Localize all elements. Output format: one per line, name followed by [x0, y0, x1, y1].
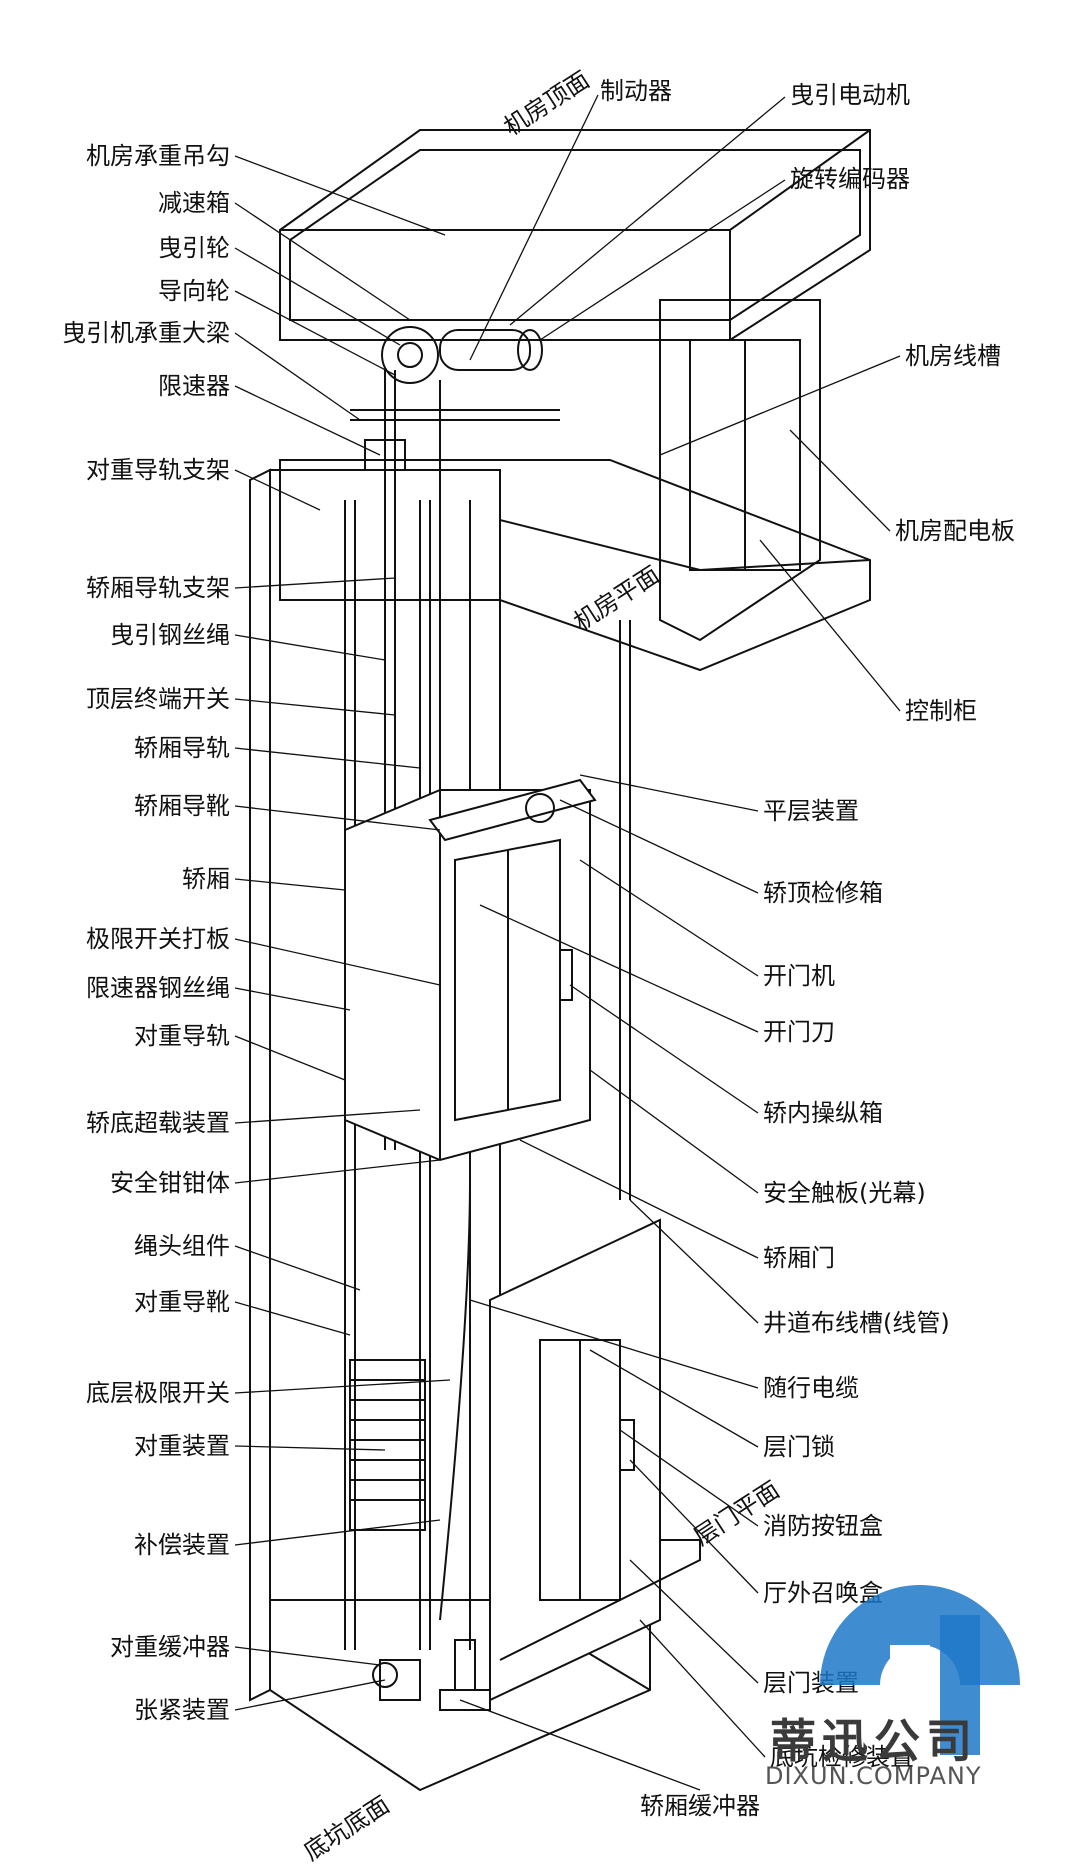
label-landing-door-lock: 层门锁 [763, 1433, 835, 1461]
leader-line [469, 94, 599, 361]
label-tension-device: 张紧装置 [134, 1696, 230, 1724]
leader-line [639, 1619, 766, 1758]
label-traction-sheave: 曳引轮 [158, 234, 230, 262]
label-traction-machine-beam: 曳引机承重大梁 [62, 319, 230, 347]
leader-line [629, 1559, 759, 1684]
label-counterweight-rail-bracket: 对重导轨支架 [86, 456, 230, 484]
label-limit-switch-cam: 极限开关打板 [86, 925, 230, 953]
label-fire-button-box: 消防按钮盒 [763, 1512, 883, 1540]
leader-line [469, 1299, 759, 1389]
leader-line [519, 1139, 759, 1259]
company-name: 蒂迅公司 [770, 1714, 978, 1768]
label-car-rail-bracket: 轿厢导轨支架 [86, 574, 230, 602]
leader-line [659, 355, 901, 456]
leader-line [234, 1679, 386, 1711]
leader-line [234, 469, 321, 511]
leader-line [234, 1379, 451, 1394]
label-counterweight-rail: 对重导轨 [134, 1022, 230, 1050]
label-machine-room-hook: 机房承重吊勾 [86, 142, 230, 170]
label-control-cabinet: 控制柜 [905, 697, 977, 725]
leader-line [234, 1109, 421, 1124]
leader-line [459, 1699, 701, 1791]
leader-line [234, 1646, 381, 1666]
leader-line [234, 332, 361, 421]
label-door-operator: 开门机 [763, 962, 835, 990]
leader-line [234, 1159, 441, 1184]
label-car-guide-shoe: 轿厢导靴 [134, 792, 230, 820]
leader-line [234, 698, 396, 716]
label-car-operating-panel: 轿内操纵箱 [763, 1099, 883, 1127]
leader-line [539, 179, 786, 341]
label-deflector-sheave: 导向轮 [158, 277, 230, 305]
label-top-terminal-switch: 顶层终端开关 [86, 685, 230, 713]
label-rotary-encoder: 旋转编码器 [790, 165, 910, 193]
leader-line [234, 878, 346, 891]
label-car-rail: 轿厢导轨 [134, 734, 230, 762]
leader-line [589, 1349, 759, 1448]
label-traction-motor: 曳引电动机 [790, 81, 910, 109]
label-car-top-inspection-box: 轿顶检修箱 [763, 879, 883, 907]
label-overload-device: 轿底超载装置 [86, 1109, 230, 1137]
company-logo [820, 1585, 1020, 1755]
label-car-door: 轿厢门 [763, 1244, 835, 1272]
label-leveling-device: 平层装置 [763, 797, 859, 825]
leader-line [234, 247, 401, 346]
label-hoistway-trunking: 井道布线槽(线管) [763, 1309, 950, 1337]
label-rope-hitch: 绳头组件 [134, 1232, 230, 1260]
label-compensation-device: 补偿装置 [134, 1531, 230, 1559]
leader-line [234, 577, 396, 589]
leader-line [559, 799, 759, 894]
leader-line [234, 1245, 361, 1291]
label-car-buffer: 轿厢缓冲器 [640, 1792, 760, 1820]
leader-line [234, 747, 421, 769]
label-governor: 限速器 [158, 372, 230, 400]
leader-line [789, 429, 891, 532]
label-car: 轿厢 [182, 865, 230, 893]
leader-line [234, 385, 381, 456]
label-counterweight: 对重装置 [134, 1432, 230, 1460]
label-machine-room-trunking: 机房线槽 [905, 342, 1001, 370]
leader-line [234, 987, 351, 1011]
leader-line [759, 539, 901, 712]
label-hall-call-box: 厅外召唤盒 [763, 1579, 883, 1607]
leader-line [479, 904, 759, 1033]
leader-line [234, 202, 411, 321]
leader-line [234, 634, 386, 661]
leader-line [234, 155, 446, 236]
leader-line [509, 96, 786, 326]
company-domain: DIXUN.COMPANY [765, 1762, 982, 1790]
leader-line [234, 1519, 441, 1546]
leader-line [234, 805, 441, 831]
leader-line [234, 1445, 386, 1451]
label-safety-edge: 安全触板(光幕) [763, 1179, 926, 1207]
leader-line [579, 774, 759, 812]
label-hoist-rope: 曳引钢丝绳 [110, 621, 230, 649]
leader-line [629, 1199, 759, 1324]
label-gearbox: 减速箱 [158, 189, 230, 217]
leader-line [589, 1069, 759, 1194]
label-safety-gear: 安全钳钳体 [110, 1169, 230, 1197]
leader-line [234, 1035, 346, 1081]
label-travelling-cable: 随行电缆 [763, 1374, 859, 1402]
leader-line [234, 938, 441, 986]
leader-line [629, 1459, 759, 1594]
label-counterweight-guide-shoe: 对重导靴 [134, 1288, 230, 1316]
label-counterweight-buffer: 对重缓冲器 [110, 1633, 230, 1661]
label-brake: 制动器 [600, 77, 672, 105]
label-governor-rope: 限速器钢丝绳 [86, 974, 230, 1002]
leader-line [234, 290, 396, 376]
leader-line [569, 984, 759, 1114]
label-distribution-panel: 机房配电板 [895, 517, 1015, 545]
label-door-vane: 开门刀 [763, 1018, 835, 1046]
leader-line [619, 1429, 759, 1527]
leader-line [234, 1301, 351, 1336]
leader-line [579, 859, 759, 977]
label-bottom-limit-switch: 底层极限开关 [86, 1379, 230, 1407]
